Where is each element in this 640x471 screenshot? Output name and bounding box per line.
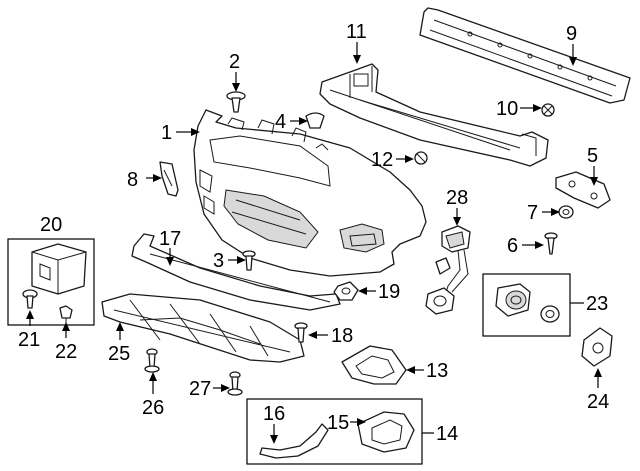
callout-23: 23: [586, 293, 608, 315]
callout-11: 11: [346, 21, 367, 43]
part-1-bumper-cover: [193, 109, 427, 277]
group-box-23: [482, 273, 571, 337]
callout-13: 13: [426, 360, 448, 382]
callout-12: 12: [371, 149, 393, 171]
part-27-bolt: [227, 371, 243, 396]
callout-27: 27: [189, 378, 211, 400]
part-8-side-bracket: [159, 161, 179, 197]
part-25-lower-shield: [101, 293, 305, 363]
part-21-push-pin: [22, 289, 38, 309]
part-23-parking-sensor: [495, 283, 560, 323]
part-16-trim-strip: [259, 423, 329, 459]
callout-6: 6: [507, 235, 518, 257]
callout-18: 18: [331, 325, 353, 347]
part-2-push-pin: [226, 91, 246, 113]
group-box-20: [7, 238, 95, 326]
callout-8: 8: [127, 169, 138, 191]
group-box-14: [246, 398, 423, 465]
callout-19: 19: [378, 281, 400, 303]
callout-9: 9: [566, 23, 577, 45]
callout-26: 26: [142, 397, 164, 419]
callout-22: 22: [55, 341, 77, 363]
callout-5: 5: [587, 145, 598, 167]
callout-17: 17: [159, 228, 181, 250]
callout-14: 14: [436, 423, 458, 445]
callout-2: 2: [229, 51, 240, 73]
part-11-energy-absorber: [319, 63, 549, 167]
callout-16: 16: [263, 403, 285, 425]
part-10-bolt: [541, 103, 555, 117]
callout-1: 1: [161, 122, 172, 144]
callout-28: 28: [446, 187, 468, 209]
leader-lines: [26, 42, 602, 444]
part-24-sensor-bracket: [581, 327, 613, 367]
part-9-impact-bar: [419, 7, 631, 104]
callout-25: 25: [108, 343, 130, 365]
callout-7: 7: [527, 202, 538, 224]
callout-21: 21: [18, 329, 40, 351]
callout-4: 4: [275, 111, 286, 133]
callout-15: 15: [327, 412, 349, 434]
callout-numbers: 1 2 3 4 5 6 7 8 9 10 11 12 13 14 15 16 1…: [18, 21, 609, 445]
callout-3: 3: [213, 250, 224, 272]
part-13-fog-bezel: [341, 345, 407, 385]
callout-20: 20: [40, 214, 62, 236]
part-3-bolt: [242, 250, 256, 271]
part-26-bolt: [144, 348, 160, 373]
part-6-bolt: [544, 232, 558, 255]
part-12-bolt: [414, 151, 428, 165]
part-5-side-bracket: [555, 171, 611, 209]
part-7-grommet: [558, 205, 574, 219]
part-20-module: [31, 243, 87, 295]
part-28-wiring-harness: [425, 225, 471, 315]
callout-10: 10: [496, 98, 518, 120]
part-18-bolt: [294, 322, 308, 343]
part-15-fog-bezel: [357, 411, 415, 453]
part-4-clip: [305, 112, 325, 129]
part-19-nut: [333, 281, 359, 301]
callout-24: 24: [587, 391, 609, 413]
